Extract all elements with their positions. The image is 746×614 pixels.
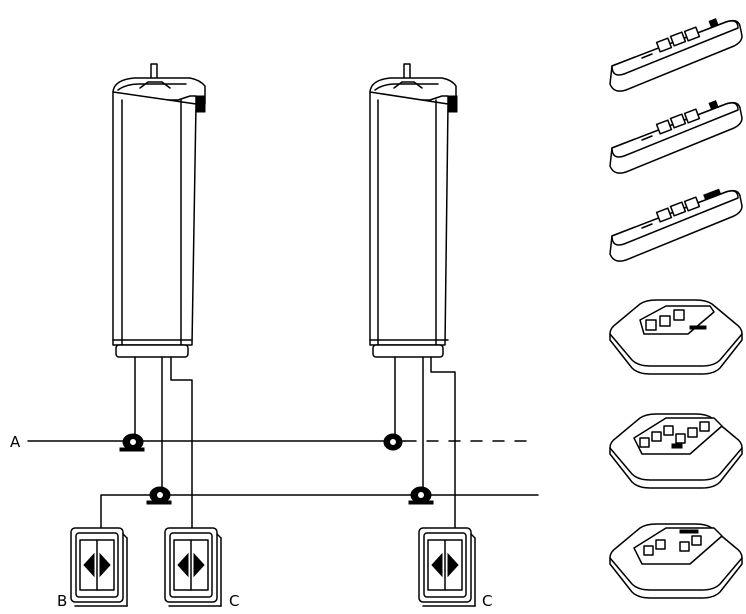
connector-icon xyxy=(146,486,172,505)
connector-icon xyxy=(119,433,145,452)
wall-switch-icon xyxy=(164,527,222,607)
label-a: A xyxy=(10,433,21,451)
remote-control-icon xyxy=(609,100,743,174)
label-b: B xyxy=(57,592,67,609)
connector-icon xyxy=(383,433,403,451)
remote-control-icon xyxy=(609,188,743,262)
label-c-left: C xyxy=(229,592,239,609)
wall-switch-icon xyxy=(70,527,128,607)
wall-remote-icon xyxy=(609,413,743,489)
wall-switch-icon xyxy=(418,527,476,607)
wall-remote-icon xyxy=(609,299,743,375)
motor-right xyxy=(369,63,458,546)
label-c-right: C xyxy=(482,592,492,609)
connector-icon xyxy=(408,486,434,505)
remote-control-icon xyxy=(609,18,743,92)
wall-remote-icon xyxy=(609,523,743,599)
motor-left xyxy=(112,63,206,546)
